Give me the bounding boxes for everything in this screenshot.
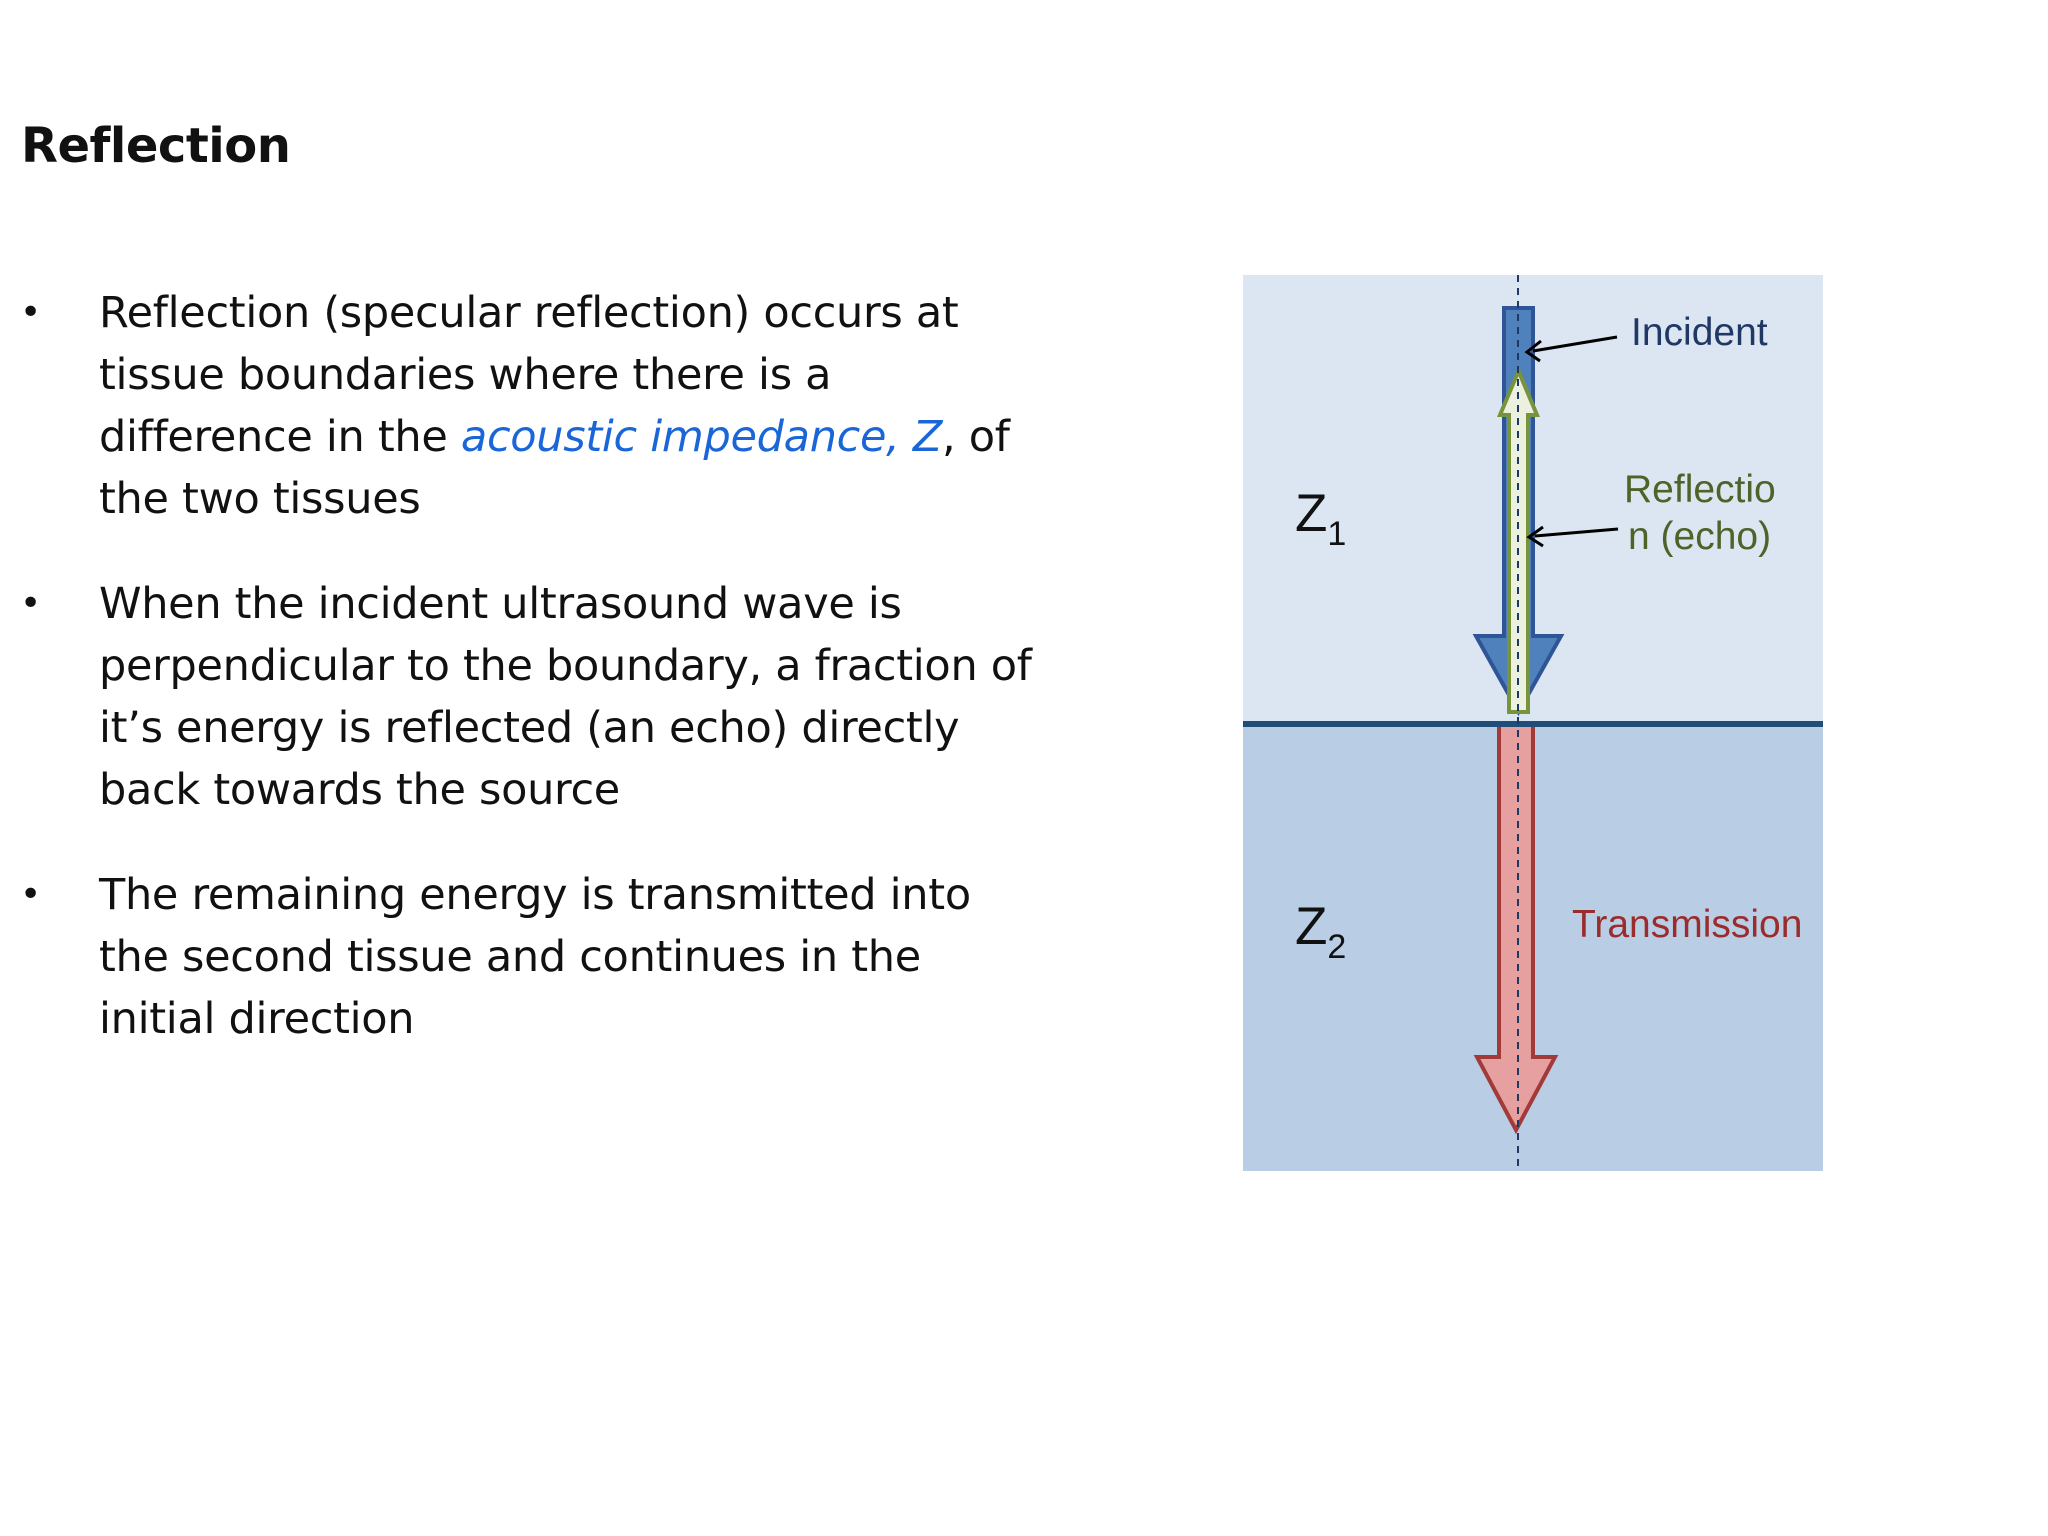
incident-label: Incident: [1631, 311, 1768, 354]
bullet-text-before: Reflection (specular reflection) occurs …: [99, 288, 959, 462]
z1-symbol: Z: [1295, 484, 1327, 543]
bullet-list: • Reflection (specular reflection) occur…: [0, 282, 1040, 1093]
slide-title: Reflection: [21, 118, 291, 174]
bullet-item-perpendicular: • When the incident ultrasound wave is p…: [0, 573, 1040, 821]
transmission-label: Transmission: [1572, 903, 1802, 946]
incident-pointer-head: [1524, 339, 1542, 363]
z1-label: Z1: [1295, 484, 1346, 553]
bullet-marker: •: [20, 583, 41, 624]
bullet-item-impedance: • Reflection (specular reflection) occur…: [0, 282, 1040, 530]
z2-subscript: 2: [1327, 928, 1346, 966]
bullet-marker: •: [20, 874, 41, 915]
reflection-pointer-line: [1534, 527, 1619, 538]
bullet-text-after: , of the two tissues: [99, 412, 1010, 524]
diagram-svg: Incident Reflectio n (echo) Transmission…: [1243, 275, 1823, 1171]
reflection-label-line-1: Reflectio: [1624, 468, 1776, 511]
reflection-label-line-2: n (echo): [1628, 515, 1771, 558]
reflection-diagram: Incident Reflectio n (echo) Transmission…: [1243, 275, 1823, 1171]
transmission-arrow: [1473, 723, 1559, 1135]
z1-subscript: 1: [1327, 515, 1346, 553]
z2-label: Z2: [1295, 897, 1346, 966]
impedance-term: acoustic impedance, Z: [460, 412, 943, 462]
bullet-item-transmitted: • The remaining energy is transmitted in…: [0, 864, 1040, 1050]
incident-pointer-line: [1532, 335, 1618, 353]
reflection-pointer-head: [1526, 525, 1544, 548]
z2-symbol: Z: [1295, 897, 1327, 956]
bullet-marker: •: [20, 292, 41, 333]
bullet-text-before: When the incident ultrasound wave is per…: [99, 579, 1032, 815]
bullet-text-before: The remaining energy is transmitted into…: [99, 870, 971, 1044]
